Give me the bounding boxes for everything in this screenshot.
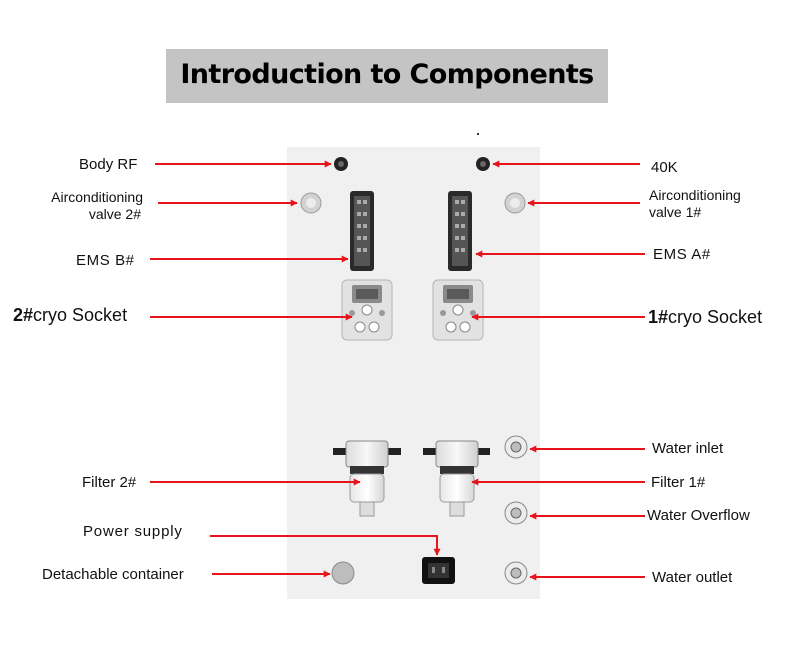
label-power-supply: Power supply [83,523,183,540]
label-filter-1: Filter 1# [651,474,706,491]
label-40k: 40K [651,159,678,176]
ac-valve-1 [504,192,526,214]
label-cryo-socket-1: 1#cryo Socket [648,307,763,327]
page-title: Introduction to Components [180,59,594,90]
title-banner: Introduction to Components [166,49,608,103]
ems-b-connector [350,191,374,271]
water-overflow-fitting [504,501,528,525]
ems-a-connector [448,191,472,271]
label-water-overflow: Water Overflow [647,507,750,524]
label-body-rf: Body RF [79,156,138,173]
label-water-outlet: Water outlet [652,569,733,586]
detachable-container-cap [331,561,355,585]
label-detachable-container: Detachable container [42,566,184,583]
label-cryo-socket-2: 2#cryo Socket [13,305,128,325]
water-outlet-fitting [504,561,528,585]
port-40k [476,157,490,171]
label-ems-a: EMS A# [653,246,711,263]
filter-2 [333,440,401,517]
dot-mark [477,133,479,135]
label-ac-valve-1: Airconditioning valve 1# [649,187,741,220]
body-rf-port [334,157,348,171]
cryo-socket-1 [432,279,484,341]
device-panel [287,147,540,599]
power-supply-socket [422,557,455,584]
label-ems-b: EMS B# [76,252,135,269]
cryo-socket-2 [341,279,393,341]
water-inlet-fitting [504,435,528,459]
label-ac-valve-2: Airconditioning valve 2# [51,189,143,222]
filter-1 [423,440,490,517]
ac-valve-2 [300,192,322,214]
arrow-power-supply [210,535,441,556]
label-water-inlet: Water inlet [652,440,724,457]
label-filter-2: Filter 2# [82,474,137,491]
